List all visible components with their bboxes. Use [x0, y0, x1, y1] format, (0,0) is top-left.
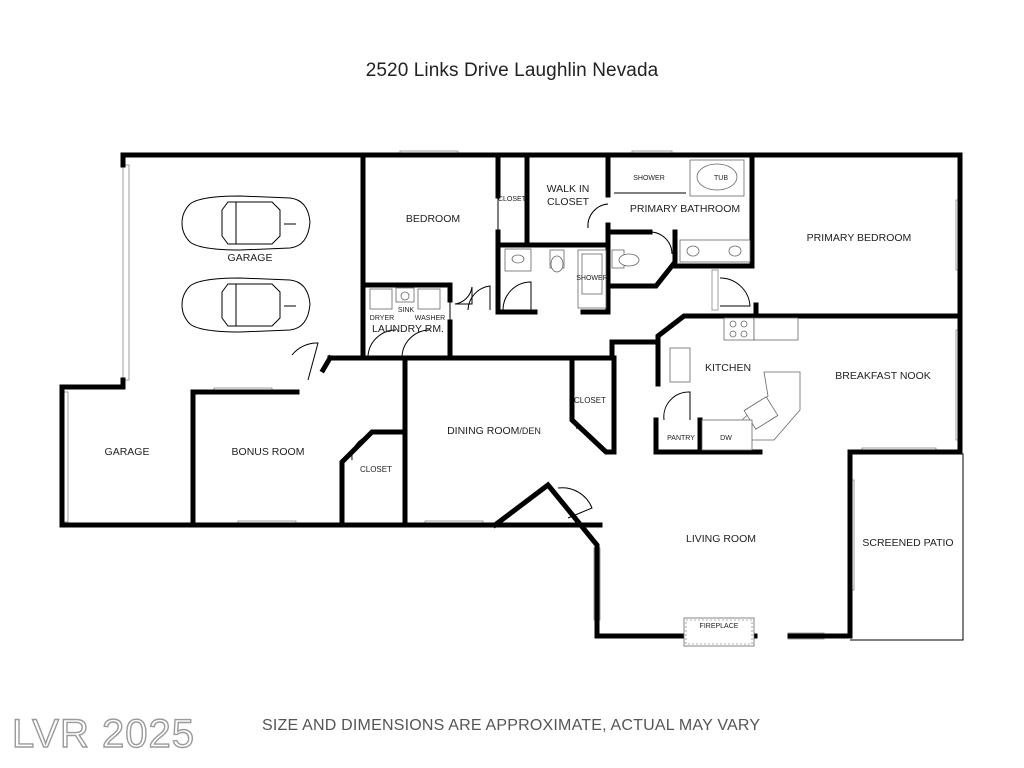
dryer-label: DRYER [370, 315, 394, 322]
disclaimer-note: SIZE AND DIMENSIONS ARE APPROXIMATE, ACT… [262, 717, 761, 734]
walk-in-closet-label: CLOSET [547, 196, 590, 208]
shower-hall-label: SHOWER [576, 275, 608, 282]
bedroom-label: BEDROOM [406, 213, 460, 225]
room-labels: GARAGE GARAGE BEDROOM CLOSET WALK IN CLO… [105, 175, 954, 630]
living-room-label: LIVING ROOM [686, 533, 756, 545]
exterior-walls [59, 152, 963, 639]
tub-label: TUB [714, 175, 728, 182]
closet-bedroom-label: CLOSET [498, 196, 527, 203]
car-icon [181, 277, 311, 333]
breakfast-nook-label: BREAKFAST NOOK [835, 370, 931, 382]
walk-in-label: WALK IN [547, 183, 590, 195]
dining-room-label: DINING ROOM/DEN [447, 425, 541, 437]
primary-bathroom-label: PRIMARY BATHROOM [630, 203, 740, 215]
garage-main-label: GARAGE [228, 252, 273, 264]
primary-bedroom-label: PRIMARY BEDROOM [807, 232, 912, 244]
washer-label: WASHER [415, 315, 445, 322]
kitchen-label: KITCHEN [705, 362, 751, 374]
doors [291, 198, 751, 519]
watermark-logo: LVR 2025 [11, 711, 195, 756]
car-icon [181, 195, 311, 251]
shower-primary-label: SHOWER [633, 175, 665, 182]
sink-label: SINK [398, 307, 415, 314]
fixtures [369, 159, 801, 647]
closet-bonus-label: CLOSET [360, 465, 392, 474]
garage-side-label: GARAGE [105, 446, 150, 458]
fireplace-label: FIREPLACE [700, 623, 739, 630]
bonus-room-label: BONUS ROOM [232, 446, 305, 458]
interior-walls [190, 152, 963, 528]
screened-patio-label: SCREENED PATIO [862, 537, 953, 549]
windows [61, 150, 963, 640]
laundry-label: LAUNDRY RM. [372, 323, 444, 335]
plan-title: 2520 Links Drive Laughlin Nevada [365, 60, 659, 81]
pantry-label: PANTRY [667, 435, 695, 442]
closet-dining-label: CLOSET [574, 396, 606, 405]
dishwasher-label: DW [720, 435, 732, 442]
